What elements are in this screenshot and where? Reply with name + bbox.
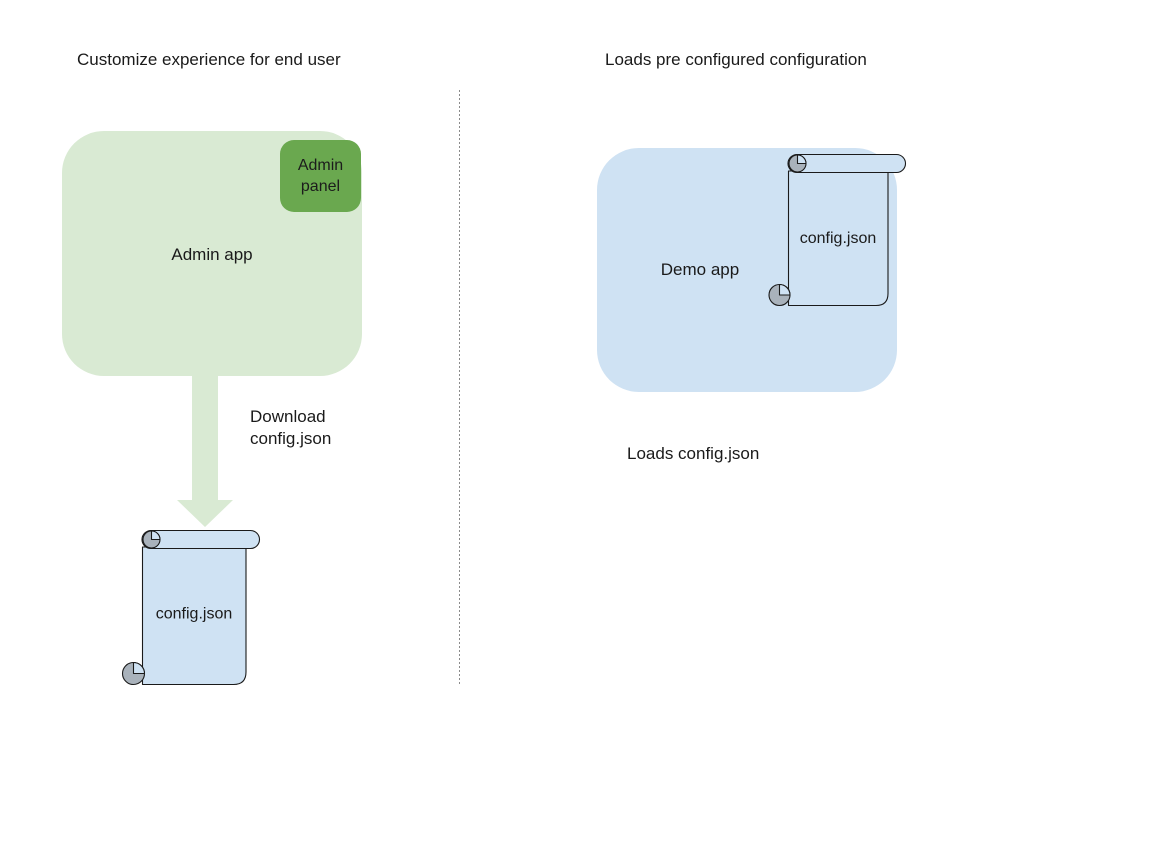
loads-config-caption: Loads config.json: [627, 444, 760, 463]
download-caption: Download config.json: [250, 407, 332, 448]
config-json-label-left: config.json: [156, 606, 233, 623]
config-json-scroll-left: config.json: [121, 529, 261, 686]
scroll-top-roll: [141, 529, 261, 550]
admin-panel-label: Admin panel: [297, 157, 344, 195]
scroll-top-roll: [787, 153, 907, 174]
section-divider: [459, 90, 460, 685]
demo-app-label: Demo app: [660, 260, 740, 279]
left-section-title: Customize experience for end user: [77, 50, 341, 69]
scroll-body: [141, 546, 247, 686]
admin-app-box: Admin app Admin panel: [62, 131, 362, 376]
right-section-title: Loads pre configured configuration: [605, 50, 867, 69]
scroll-body: [787, 170, 889, 307]
config-json-scroll-right: config.json: [768, 153, 907, 307]
admin-app-label: Admin app: [171, 245, 253, 264]
download-arrow-icon: [177, 376, 233, 527]
config-json-label-right: config.json: [800, 230, 877, 247]
admin-panel-box: Admin panel: [280, 140, 361, 212]
